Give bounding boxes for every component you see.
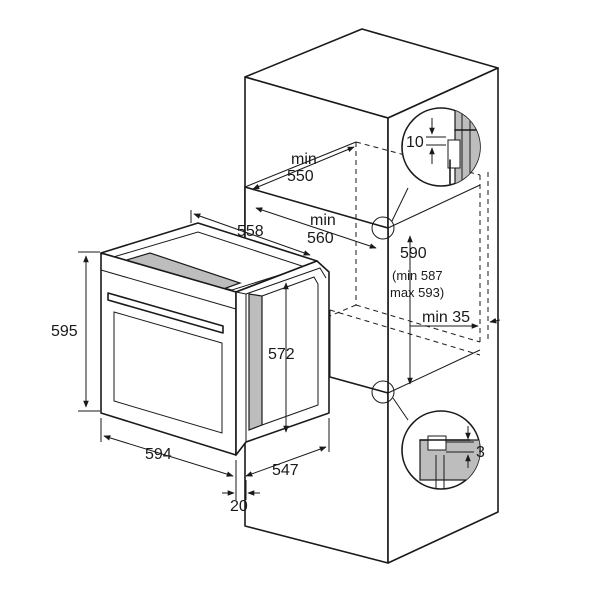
oven [100,222,330,457]
label-547: 547 [272,462,299,479]
label-min-550-prefix: min [291,151,317,168]
dimension-labels: 595 594 547 20 572 558 min 550 min 560 5… [51,134,485,515]
detail-marker-top [371,216,395,240]
label-560: 560 [307,230,334,247]
dimension-lines [78,146,501,500]
detail-marker-bottom [371,380,395,404]
label-590-max: max 593) [390,285,444,300]
dim-line-547 [245,446,327,477]
dim-line-594 [103,435,234,477]
label-595: 595 [51,323,78,340]
oven-glass [113,311,223,434]
label-detail-3: 3 [476,444,485,461]
label-594: 594 [145,446,172,463]
label-590: 590 [400,245,427,262]
detail-circle-top [401,107,481,187]
label-min-560-prefix: min [310,212,336,229]
label-590-min: (min 587 [392,268,443,283]
dim-line-550 [252,146,355,190]
label-detail-10: 10 [406,134,424,151]
label-550: 550 [287,168,314,185]
dim-line-560 [255,207,377,249]
detail-circle-bottom [401,410,481,490]
label-20: 20 [230,498,248,515]
label-572: 572 [268,346,295,363]
label-min-35: min 35 [422,309,470,326]
label-558: 558 [237,223,264,240]
oven-handle [107,292,224,334]
